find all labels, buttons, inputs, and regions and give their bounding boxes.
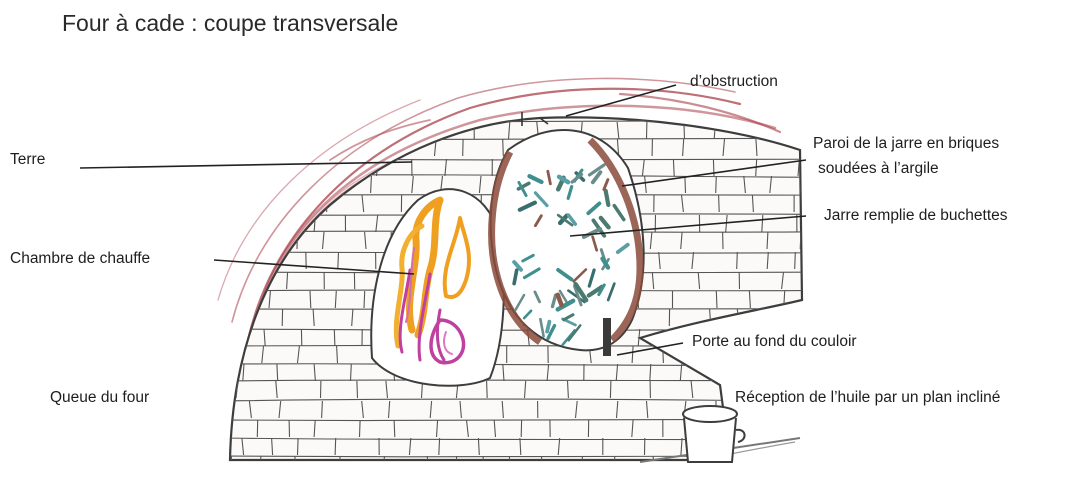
wood-stick [514,270,517,283]
label-porte: Porte au fond du couloir [692,332,857,351]
wood-stick [547,322,549,332]
label-obstruction: d’obstruction [690,72,778,91]
label-reception: Réception de l’huile par un plan incliné [735,388,1000,407]
label-queue-du-four: Queue du four [50,388,149,407]
label-paroi-line1: Paroi de la jarre en briques [813,134,999,153]
jar-chamber [491,130,644,350]
label-terre: Terre [10,150,45,169]
label-paroi-line2: soudées à l’argile [818,159,939,178]
diagram-title: Four à cade : coupe transversale [62,10,398,37]
wood-stick [606,191,609,205]
label-jarre: Jarre remplie de buchettes [824,206,1008,225]
label-chambre-de-chauffe: Chambre de chauffe [10,249,150,268]
door [603,318,611,356]
